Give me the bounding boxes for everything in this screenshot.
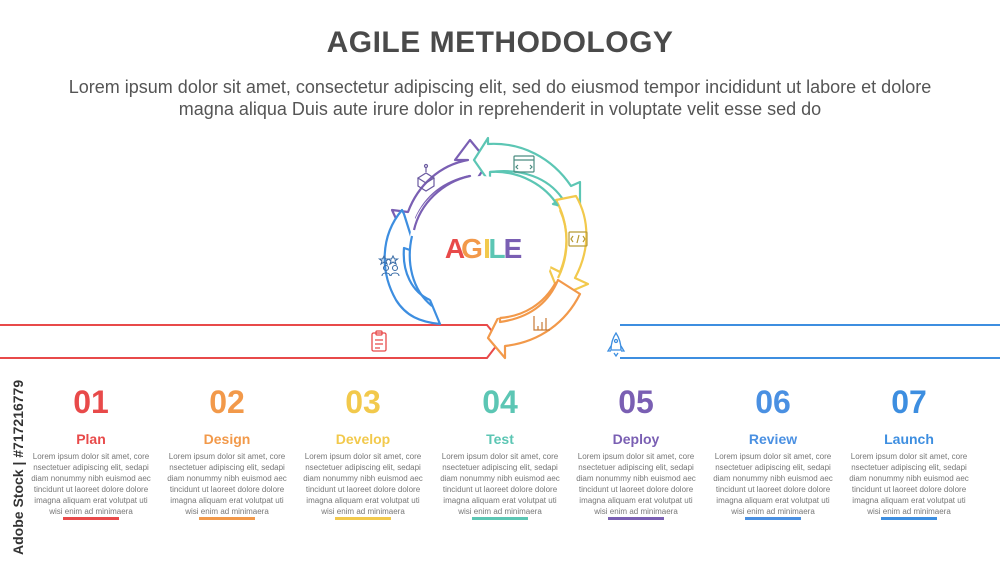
- step-underline: [335, 517, 391, 520]
- step-label: Launch: [884, 431, 934, 447]
- step-description: Lorem ipsum dolor sit amet, core nsectet…: [440, 452, 560, 516]
- step-number: 05: [618, 384, 654, 420]
- step-label: Design: [203, 431, 251, 447]
- chart-analytics-icon: [533, 316, 550, 331]
- code-window-icon: [568, 231, 588, 247]
- cycle-segment-blue: [383, 208, 442, 326]
- inner-ring: [408, 170, 568, 320]
- clipboard-icon: [371, 330, 387, 352]
- step-number: 06: [755, 384, 791, 420]
- timeline-right: [620, 324, 1000, 359]
- web-code-icon: [513, 155, 535, 173]
- step-label: Develop: [335, 431, 391, 447]
- step-underline: [63, 517, 119, 520]
- step-number: 01: [73, 384, 109, 420]
- agile-letter-a: A: [445, 233, 465, 264]
- page-subtitle: Lorem ipsum dolor sit amet, consectetur …: [68, 77, 932, 119]
- step-number: 02: [209, 384, 245, 420]
- step-label: Review: [748, 431, 798, 447]
- step-underline: [608, 517, 664, 520]
- step-description: Lorem ipsum dolor sit amet, core nsectet…: [576, 452, 696, 516]
- agile-letter-l: L: [488, 233, 505, 264]
- step-number: 04: [482, 384, 518, 420]
- step-label: Test: [486, 431, 514, 447]
- agile-letter-e: E: [504, 233, 523, 264]
- agile-letter-g: G: [461, 233, 483, 264]
- step-underline: [745, 517, 801, 520]
- step-number: 07: [891, 384, 927, 420]
- step-underline: [472, 517, 528, 520]
- timeline-left: [0, 324, 502, 359]
- page-title: AGILE METHODOLOGY: [326, 26, 674, 59]
- rating-team-icon: [377, 254, 400, 277]
- step-description: Lorem ipsum dolor sit amet, core nsectet…: [167, 452, 287, 516]
- rocket-icon: [606, 331, 626, 358]
- step-label: Deploy: [612, 431, 660, 447]
- step-underline: [881, 517, 937, 520]
- step-underline: [199, 517, 255, 520]
- step-description: Lorem ipsum dolor sit amet, core nsectet…: [31, 452, 151, 516]
- agile-letter-i: I: [483, 233, 491, 264]
- cloud-network-icon: [416, 163, 436, 192]
- step-description: Lorem ipsum dolor sit amet, core nsectet…: [849, 452, 969, 516]
- cycle-ring: [383, 136, 590, 360]
- step-description: Lorem ipsum dolor sit amet, core nsectet…: [303, 452, 423, 516]
- step-number: 03: [345, 384, 381, 420]
- step-label: Plan: [76, 431, 106, 447]
- step-description: Lorem ipsum dolor sit amet, core nsectet…: [713, 452, 833, 516]
